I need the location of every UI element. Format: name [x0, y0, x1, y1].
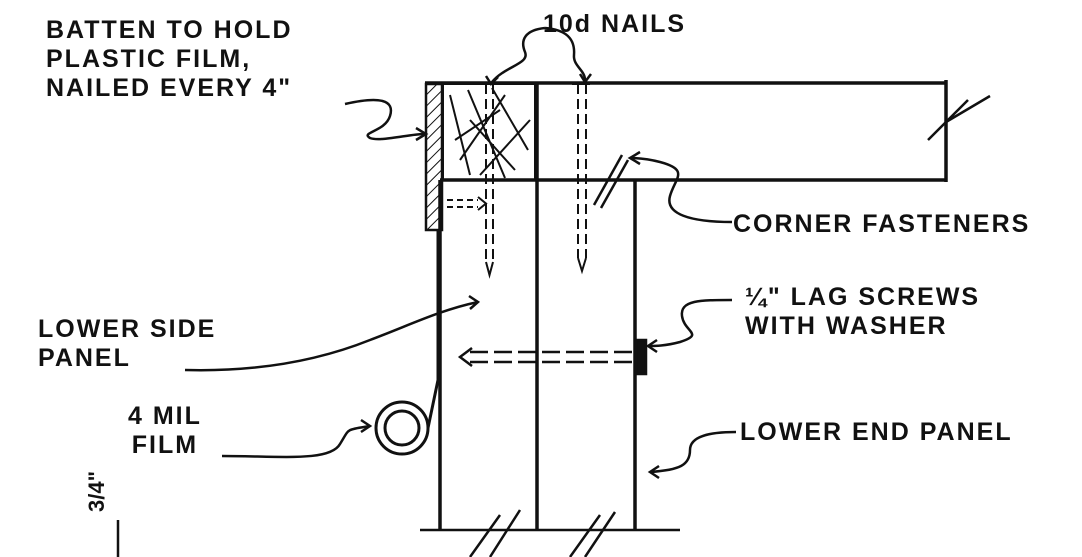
batten-nail [447, 196, 488, 211]
film-label: 4 MIL FILM [128, 402, 202, 460]
side-panel-label-line2: PANEL [38, 344, 131, 372]
side-panel-label-line1: LOWER SIDE [38, 315, 217, 343]
nail-10d-right [572, 83, 590, 275]
leader-nails [484, 26, 592, 86]
lower-end-panel-label: LOWER END PANEL [740, 418, 1013, 446]
lag-screws-label-line1: ¼" LAG SCREWS [745, 283, 981, 311]
leader-batten [344, 98, 429, 142]
leader-lag [645, 298, 733, 354]
nails-label: 10d NAILS [543, 10, 687, 38]
top-plate [425, 80, 948, 182]
end-grain-block [442, 83, 536, 181]
batten-label-line3: NAILED EVERY 4" [46, 74, 293, 102]
lower-side-panel-label: LOWER SIDE PANEL [38, 315, 216, 373]
plate-break-symbol [927, 94, 991, 141]
base-break-lines [420, 509, 680, 557]
dimension-label: 3/4" [84, 470, 109, 512]
film-label-line2: FILM [131, 431, 199, 459]
batten-label: BATTEN TO HOLD PLASTIC FILM, NAILED EVER… [46, 16, 293, 103]
batten-label-line1: BATTEN TO HOLD [46, 16, 293, 44]
leader-side-panel [184, 294, 481, 372]
leader-end-panel [647, 430, 737, 480]
lag-screw [457, 338, 648, 376]
leader-film [221, 418, 373, 459]
film-roll [374, 230, 440, 456]
leader-corner [627, 150, 733, 224]
film-label-line1: 4 MIL [128, 402, 202, 430]
corner-fasteners-label: CORNER FASTENERS [733, 210, 1031, 238]
lower-side-panel [438, 83, 539, 530]
nail-10d-left [485, 84, 494, 279]
batten-label-line2: PLASTIC FILM, [46, 45, 252, 73]
lag-screws-label: ¼" LAG SCREWS WITH WASHER [745, 283, 980, 341]
lag-screws-label-line2: WITH WASHER [745, 312, 948, 340]
corner-fastener [592, 154, 630, 209]
